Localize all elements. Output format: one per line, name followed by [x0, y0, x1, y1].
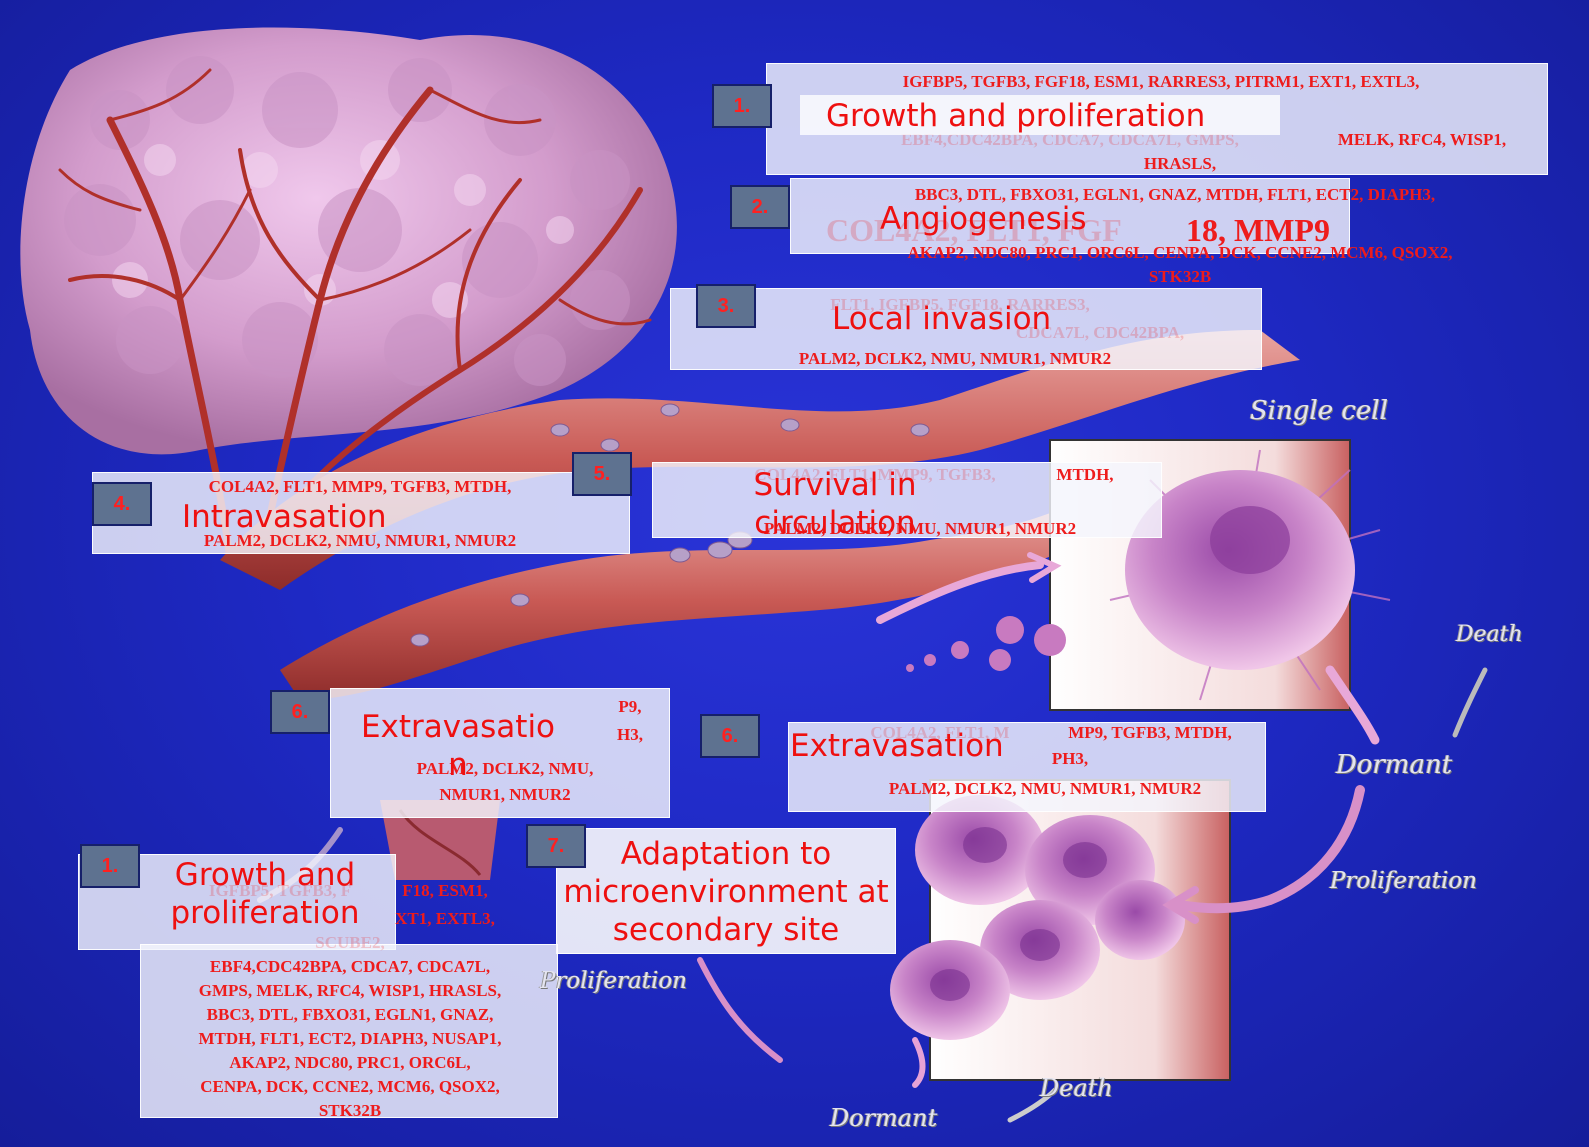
- label-proliferation-left: Proliferation: [540, 968, 687, 994]
- label-single-cell: Single cell: [1250, 396, 1388, 426]
- step5-title: Survival in circulation: [740, 466, 930, 542]
- step5-number: 5.: [572, 452, 632, 496]
- label-death-top: Death: [1456, 622, 1523, 647]
- step6-left-title: Extravasation: [358, 708, 558, 784]
- step1-top-genes-line3: HRASLS,: [1080, 153, 1280, 175]
- step1-top-genes-line2: MELK, RFC4, WISP1,: [1302, 129, 1542, 151]
- step1-top-number: 1.: [712, 84, 772, 128]
- label-dormant-bottom: Dormant: [830, 1104, 937, 1132]
- step3-number: 3.: [696, 284, 756, 328]
- step3-genes-line: PALM2, DCLK2, NMU, NMUR1, NMUR2: [750, 348, 1160, 370]
- step4-title: Intravasation: [182, 498, 387, 536]
- step3-title: Local invasion: [832, 300, 1051, 338]
- circulating-cells: [906, 616, 1066, 672]
- step7-title: Adaptation to microenvironment at second…: [556, 835, 896, 949]
- step6-right-title: Extravasation: [790, 727, 1004, 765]
- step6-left-number: 6.: [270, 690, 330, 734]
- step1-top-genes-line1: IGFBP5, TGFB3, FGF18, ESM1, RARRES3, PIT…: [776, 71, 1546, 93]
- step1-bottom-gene-row: CENPA, DCK, CCNE2, MCM6, QSOX2,: [140, 1076, 560, 1098]
- step2-genes-line3: STK32B: [1080, 266, 1280, 288]
- step1-bottom-gene-row: BBC3, DTL, FBXO31, EGLN1, GNAZ,: [140, 1004, 560, 1026]
- label-dormant-right: Dormant: [1336, 750, 1452, 780]
- step6-left-genes-line2: H3,: [600, 724, 660, 746]
- step6-right-genes-line2: PH3,: [1030, 748, 1110, 770]
- step6-right-genes-line3: PALM2, DCLK2, NMU, NMUR1, NMUR2: [830, 778, 1260, 800]
- step6-right-number: 6.: [700, 714, 760, 758]
- step1-bottom-gene-row: MTDH, FLT1, ECT2, DIAPH3, NUSAP1,: [140, 1028, 560, 1050]
- step1-bottom-gene-row: GMPS, MELK, RFC4, WISP1, HRASLS,: [140, 980, 560, 1002]
- label-proliferation-right: Proliferation: [1330, 868, 1477, 894]
- step5-genes-line1: MTDH,: [1040, 464, 1130, 486]
- step2-genes-line2: AKAP2, NDC80, PRC1, ORC6L, CENPA, DCK, C…: [790, 242, 1570, 264]
- step1-top-title: Growth and proliferation: [826, 97, 1205, 135]
- step1-bottom-gene-row: AKAP2, NDC80, PRC1, ORC6L,: [140, 1052, 560, 1074]
- step6-left-genes-line4: NMUR1, NMUR2: [360, 784, 650, 806]
- step6-left-genes-line1: P9,: [600, 696, 660, 718]
- step6-right-genes-line1: MP9, TGFB3, MTDH,: [1030, 722, 1270, 744]
- step1-bottom-genes-ghost3: SCUBE2,: [300, 932, 400, 954]
- step2-number: 2.: [730, 185, 790, 229]
- step4-genes-line1: COL4A2, FLT1, MMP9, TGFB3, MTDH,: [140, 476, 580, 498]
- step2-title: Angiogenesis: [880, 200, 1087, 238]
- label-death-bottom: Death: [1040, 1074, 1113, 1102]
- step1-bottom-gene-row: STK32B: [140, 1100, 560, 1122]
- primary-tumor: [20, 28, 677, 455]
- step1-bottom-gene-row: EBF4,CDC42BPA, CDCA7, CDCA7L,: [140, 956, 560, 978]
- secondary-site-panel: [890, 780, 1230, 1080]
- step1-bottom-title: Growth and proliferation: [120, 856, 410, 932]
- step4-number: 4.: [92, 482, 152, 526]
